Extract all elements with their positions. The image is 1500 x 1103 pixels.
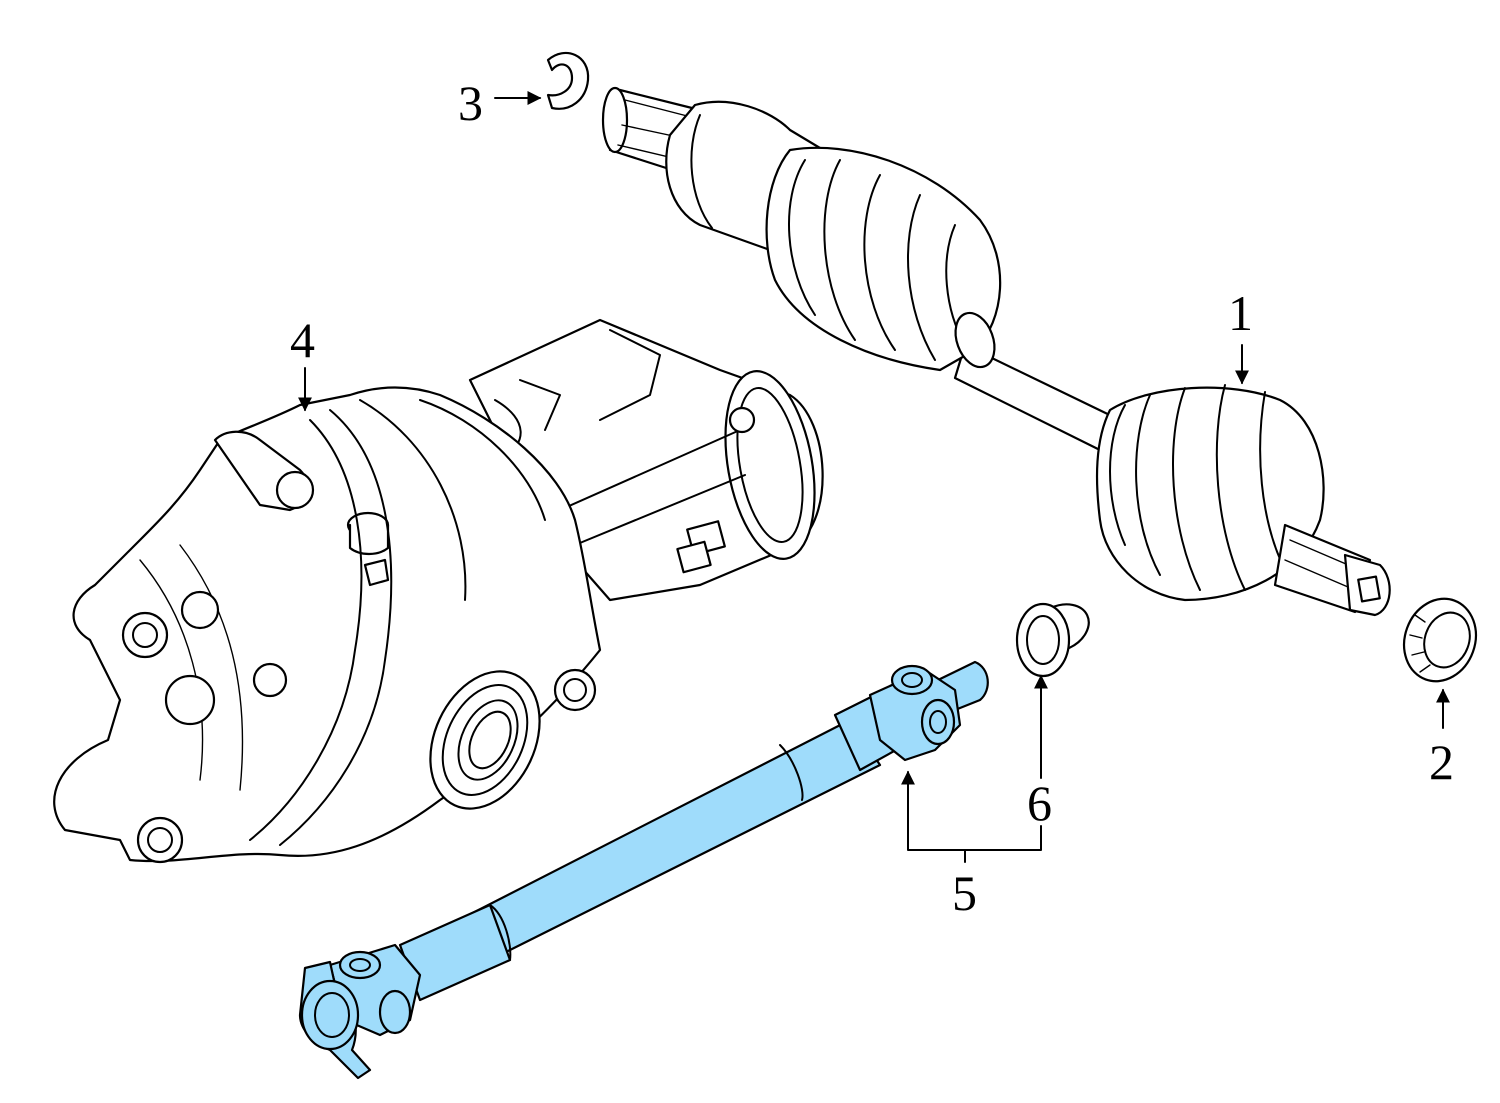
cv-axle-shaft-icon[interactable] (601, 86, 1391, 617)
leader-lines (298, 91, 1450, 863)
snap-ring-icon[interactable] (546, 51, 590, 110)
callout-2: 2 (1429, 734, 1454, 790)
bushing-icon[interactable] (1015, 595, 1096, 678)
axle-nut-icon[interactable] (1393, 589, 1488, 692)
callout-4: 4 (290, 312, 315, 368)
callout-1: 1 (1228, 285, 1253, 341)
differential-housing-icon[interactable] (53, 318, 828, 864)
callout-5: 5 (952, 865, 977, 921)
callout-6: 6 (1027, 775, 1052, 831)
callout-3: 3 (458, 75, 483, 131)
drive-shaft-icon[interactable] (298, 660, 989, 1080)
